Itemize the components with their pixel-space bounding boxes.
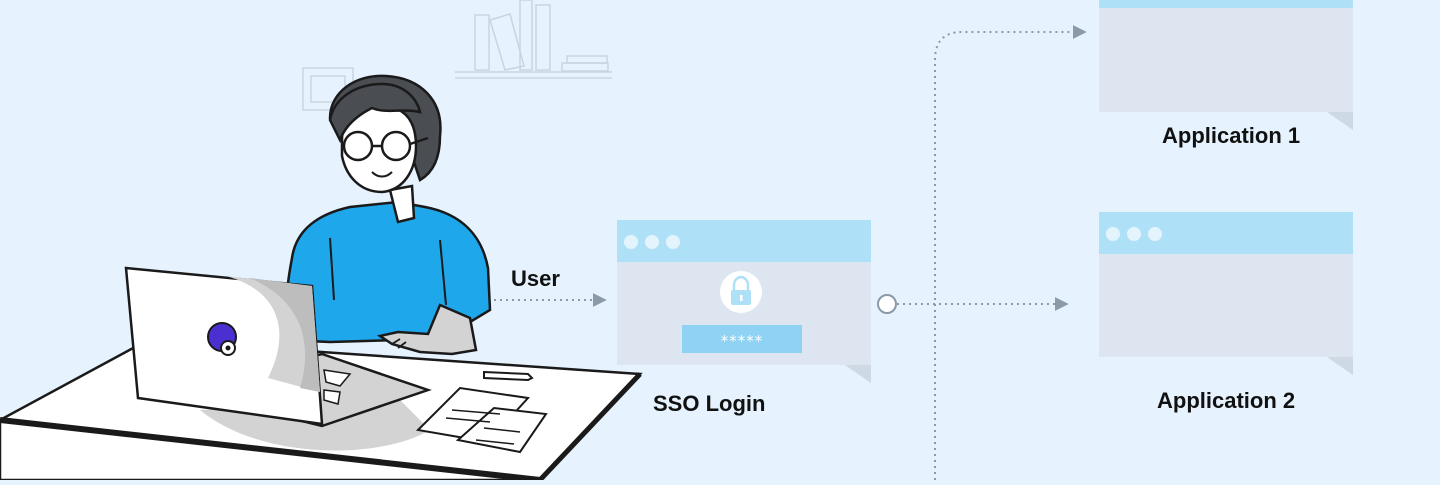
user-label: User — [511, 266, 560, 291]
application-1-label: Application 1 — [1162, 123, 1301, 148]
laptop-logo-icon — [207, 322, 237, 356]
application-2-label: Application 2 — [1157, 388, 1296, 413]
bookshelf-illustration — [455, 0, 612, 79]
sso-login-window: ***** — [617, 220, 871, 383]
application-1-window — [1099, 0, 1353, 130]
sso-to-app1-connector — [934, 25, 1087, 480]
laptop-illustration — [124, 266, 432, 428]
sso-output-node — [877, 294, 897, 314]
application-2-window — [1099, 212, 1353, 375]
password-field — [682, 325, 802, 353]
lock-icon — [720, 271, 762, 313]
sso-login-label: SSO Login — [653, 391, 766, 416]
person-illustration — [284, 74, 492, 356]
password-mask: ***** — [721, 332, 764, 350]
